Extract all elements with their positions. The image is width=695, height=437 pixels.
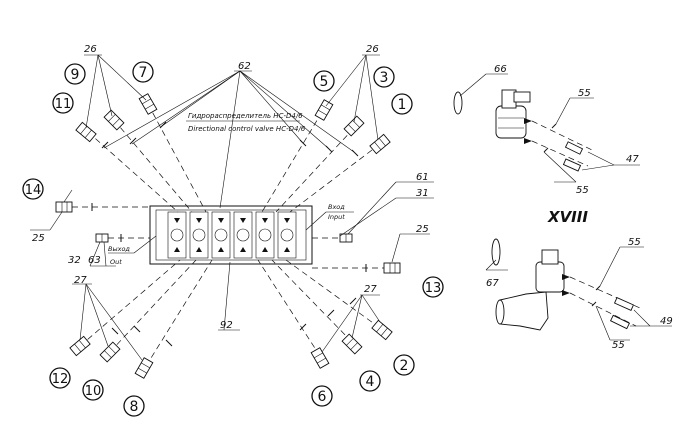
flow-arrow: [262, 218, 268, 223]
flow-arrow: [240, 247, 246, 252]
flow-arrow: [174, 247, 180, 252]
section-label: XVIII: [547, 208, 588, 226]
flow-arrow: [262, 247, 268, 252]
label-55-d: 55: [612, 340, 625, 351]
valve-spool: [170, 228, 184, 242]
position-10: 10: [82, 379, 104, 401]
label-25-left: 25: [32, 233, 45, 244]
valve-title-ru: Гидрораспределитель НС-D4/6: [188, 112, 303, 120]
detail-lower: 67 55 49 55: [485, 237, 673, 351]
label-92: 92: [220, 320, 233, 331]
inlet-en: Input: [328, 213, 345, 221]
valve-section: [277, 211, 297, 259]
label-55-b: 55: [576, 185, 589, 196]
valve-section: [233, 211, 253, 259]
svg-text:11: 11: [55, 97, 72, 112]
label-63: 63: [88, 255, 101, 266]
svg-text:3: 3: [380, 70, 389, 86]
valve-spool: [192, 228, 206, 242]
label-62: 62: [238, 61, 251, 72]
inlet-ru: Вход: [328, 203, 345, 211]
svg-text:7: 7: [139, 65, 148, 81]
position-3: 3: [373, 66, 395, 88]
label-49: 49: [660, 316, 673, 327]
label-31: 31: [416, 188, 429, 199]
valve-title-en: Directional control valve НС-D4/6: [188, 125, 306, 133]
position-circles: 1 2 3 4 5 6 7 8 9 10 11 12 13 14: [22, 61, 444, 417]
label-67: 67: [486, 278, 499, 289]
label-32: 32: [68, 255, 81, 266]
position-9: 9: [64, 63, 86, 85]
label-25-right: 25: [416, 224, 429, 235]
svg-text:12: 12: [52, 372, 69, 387]
position-2: 2: [393, 354, 415, 376]
flow-arrow: [218, 218, 224, 223]
svg-text:10: 10: [85, 384, 102, 399]
detail-upper: 66 55 47 55: [453, 64, 640, 196]
leader-lines: [30, 54, 434, 361]
flow-arrow: [174, 218, 180, 223]
svg-text:14: 14: [25, 183, 42, 198]
flow-arrow: [284, 218, 290, 223]
position-1: 1: [391, 93, 413, 115]
outlet-en: Out: [110, 258, 122, 266]
position-7: 7: [132, 61, 154, 83]
valve-section: [255, 211, 275, 259]
label-27-right: 27: [364, 284, 377, 295]
position-12: 12: [49, 367, 71, 389]
position-4: 4: [359, 370, 381, 392]
label-26-right: 26: [366, 44, 379, 55]
valve-spool: [236, 228, 250, 242]
svg-text:2: 2: [400, 358, 409, 374]
label-66: 66: [494, 64, 507, 75]
label-26-left: 26: [84, 44, 97, 55]
position-5: 5: [313, 70, 335, 92]
position-13: 13: [422, 276, 444, 298]
valve-section: [167, 211, 187, 259]
svg-text:9: 9: [71, 67, 80, 83]
valve-section: [189, 211, 209, 259]
valve-spool: [280, 228, 294, 242]
fittings: [55, 93, 401, 379]
svg-text:8: 8: [130, 399, 139, 415]
label-27-left: 27: [74, 275, 87, 286]
position-6: 6: [311, 385, 333, 407]
position-8: 8: [123, 395, 145, 417]
valve-block: [149, 205, 313, 265]
svg-text:5: 5: [320, 74, 329, 90]
flow-arrow: [196, 247, 202, 252]
valve-spool: [258, 228, 272, 242]
flow-arrow: [196, 218, 202, 223]
label-61: 61: [416, 172, 429, 183]
flow-arrow: [218, 247, 224, 252]
position-11: 11: [52, 92, 74, 114]
hose-lines: [72, 103, 386, 367]
position-14: 14: [22, 178, 44, 200]
label-55-a: 55: [578, 88, 591, 99]
svg-text:13: 13: [425, 281, 442, 296]
label-55-c: 55: [628, 237, 641, 248]
reference-labels: 26 26 62 61 31 25 25 32 63 27 27 92 Гидр…: [32, 44, 429, 331]
outlet-ru: Выход: [108, 245, 130, 253]
flow-arrow: [240, 218, 246, 223]
valve-spool: [214, 228, 228, 242]
svg-text:1: 1: [398, 97, 407, 113]
svg-text:4: 4: [366, 374, 375, 390]
flow-arrow: [284, 247, 290, 252]
label-47: 47: [626, 154, 639, 165]
svg-text:6: 6: [318, 389, 327, 405]
valve-section: [211, 211, 231, 259]
